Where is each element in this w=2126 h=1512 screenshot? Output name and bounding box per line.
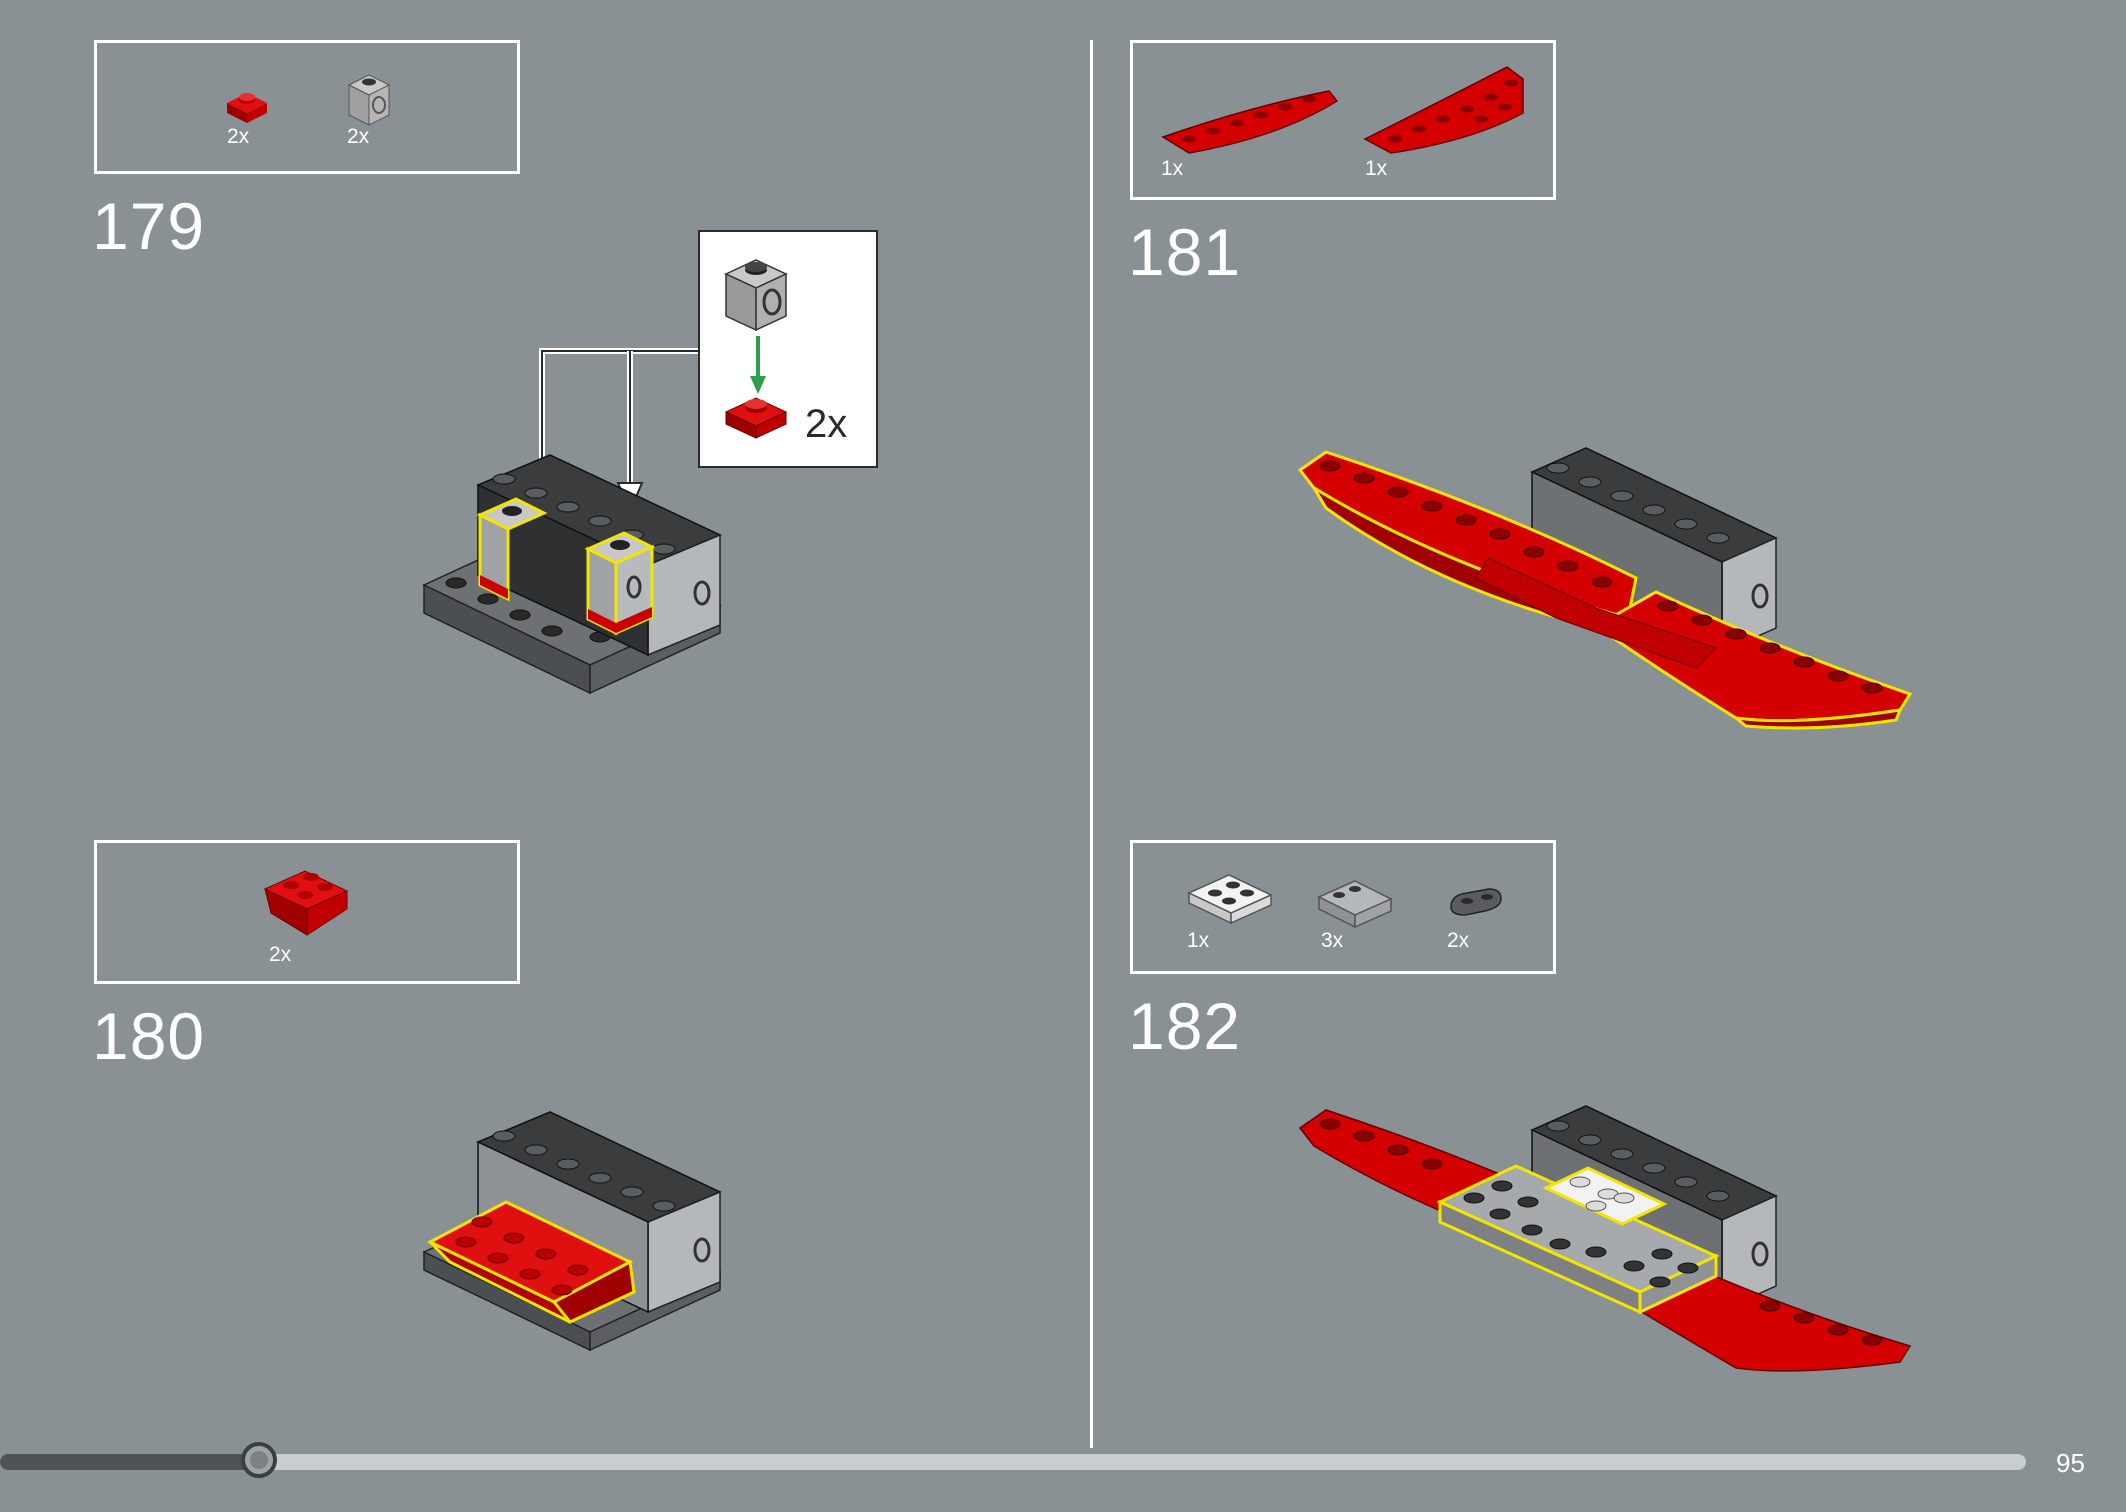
- part-qty: 1x: [1161, 157, 1184, 180]
- progress-slider-handle[interactable]: [241, 1442, 277, 1478]
- part-grey-brick-with-hole: [347, 74, 391, 126]
- part-qty: 1x: [1365, 157, 1388, 180]
- part-qty: 3x: [1321, 929, 1344, 952]
- callout-qty: 2x: [805, 402, 848, 446]
- page-number: 95: [2056, 1448, 2085, 1478]
- part-red-inverted-slope: [263, 870, 349, 936]
- part-white-plate-2x2: [1187, 874, 1273, 925]
- green-arrow: [750, 336, 766, 394]
- step-number: 181: [1128, 215, 1242, 289]
- step-179-model: [422, 454, 722, 695]
- step-182-model: [1298, 1105, 1912, 1372]
- step-number: 182: [1128, 989, 1242, 1063]
- step-number: 179: [92, 189, 206, 263]
- part-qty: 2x: [1447, 929, 1470, 952]
- parts-list-step-181: 1x 1x: [1130, 40, 1556, 200]
- page-progress-bar[interactable]: [0, 1442, 2026, 1478]
- part-red-wedge-left: [1161, 90, 1339, 154]
- part-red-plate-1x1: [227, 93, 267, 123]
- callout-grey-brick: [724, 259, 788, 332]
- step-180-model: [422, 1111, 722, 1352]
- progress-fill: [0, 1454, 259, 1470]
- parts-list-step-180: 2x: [94, 840, 520, 984]
- step-181-model: [1297, 447, 1913, 730]
- part-qty: 1x: [1187, 929, 1210, 952]
- step-number: 180: [92, 999, 206, 1073]
- sub-assembly-callout: 2x: [698, 230, 878, 468]
- part-grey-plate-with-rail: [1317, 880, 1393, 929]
- parts-list-step-182: 1x 3x 2x: [1130, 840, 1556, 974]
- part-qty: 2x: [347, 125, 370, 148]
- part-dark-grey-plate-rounded: [1450, 888, 1502, 916]
- parts-list-step-179: 2x 2x: [94, 40, 520, 174]
- part-qty: 2x: [269, 943, 292, 966]
- callout-red-plate: [724, 397, 788, 439]
- page-divider: [1090, 40, 1093, 1448]
- part-qty: 2x: [227, 125, 250, 148]
- part-red-wedge-right: [1363, 66, 1524, 154]
